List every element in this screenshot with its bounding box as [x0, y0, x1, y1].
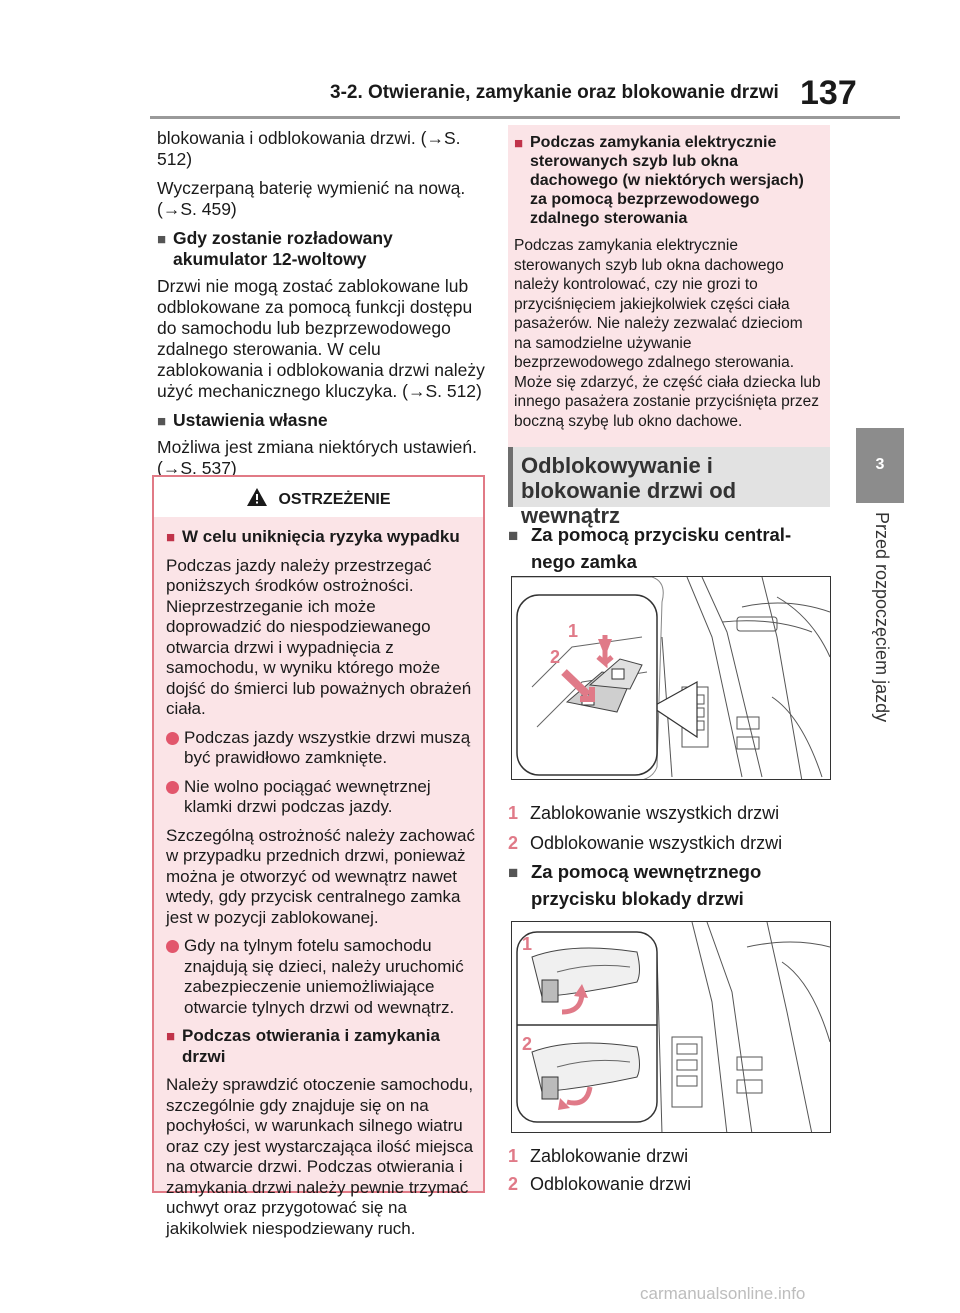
warning-triangle-icon: [246, 487, 268, 512]
paragraph: Drzwi nie mogą zostać zablokowane lub od…: [157, 276, 485, 401]
paragraph: Podczas zamykania elektrycznie sterowany…: [514, 237, 821, 430]
bullet-dot-icon: [166, 780, 179, 794]
list-item: Gdy na tylnym fotelu samochodu znajdują …: [166, 936, 475, 1018]
subheading-text: W celu uniknięcia ryzyka wypadku: [182, 527, 460, 546]
subheading-text: przycisku blokady drzwi: [531, 888, 744, 909]
chapter-tab-label: Przed rozpoczęciem jazdy: [872, 512, 892, 723]
subheading: ■ Gdy zostanie rozładowany akumulator 12…: [157, 228, 487, 270]
square-bullet-icon: ■: [157, 231, 167, 248]
paragraph: Wyczerpaną baterię wymienić na nową. (→S…: [157, 178, 466, 219]
caption: 1 Zablokowanie drzwi: [508, 1145, 688, 1167]
watermark: carmanualsonline.info: [640, 1284, 806, 1303]
square-bullet-icon: ■: [157, 413, 167, 430]
caption-text: Zablokowanie wszystkich drzwi: [530, 803, 780, 823]
warning-title: OSTRZEŻENIE: [154, 477, 483, 517]
paragraph: Szczególną ostrożność należy zachować w …: [166, 825, 475, 927]
left-column: blokowania i odblokowania drzwi. (→S. 51…: [157, 128, 487, 487]
caption: 2 Odblokowanie drzwi: [508, 1173, 691, 1195]
section-accent: [508, 447, 513, 507]
caption-text: Odblokowanie wszystkich drzwi: [530, 833, 783, 853]
subheading-text: Za pomocą przycisku central-: [531, 524, 792, 545]
square-bullet-icon: ■: [514, 135, 524, 152]
subheading: ■ Podczas otwierania i zamykania drzwi: [166, 1026, 475, 1067]
paragraph: Należy sprawdzić otoczenie samochodu, sz…: [166, 1075, 474, 1238]
bullet-dot-icon: [166, 731, 179, 745]
paragraph: blokowania i odblokowania drzwi. (→S. 51…: [157, 128, 461, 169]
caption-text: Zablokowanie drzwi: [530, 1146, 689, 1166]
figure-label: 1: [522, 934, 533, 954]
paragraph: Możliwa jest zmiana niektórych ustawień.…: [157, 437, 477, 478]
subheading: ■ Ustawienia własne: [157, 410, 487, 431]
figure-label: 1: [568, 621, 579, 641]
subheading-text: nego zamka: [531, 551, 637, 572]
caption-number: 1: [508, 803, 519, 823]
subheading: ■ W celu uniknięcia ryzyka wypadku: [166, 527, 475, 548]
list-item-text: Podczas jazdy wszystkie drzwi muszą być …: [184, 727, 471, 768]
figure-label: 2: [550, 647, 561, 667]
square-bullet-icon: ■: [508, 526, 519, 545]
note-box: ■ Podczas zamykania elektrycznie sterowa…: [508, 125, 830, 458]
caption: 1 Zablokowanie wszystkich drzwi: [508, 802, 779, 824]
caption-text: Odblokowanie drzwi: [530, 1174, 692, 1194]
paragraph: Podczas jazdy należy przestrzegać poniżs…: [166, 555, 472, 719]
list-item-text: Gdy na tylnym fotelu samochodu znajdują …: [184, 936, 464, 1017]
header-divider: [150, 116, 900, 119]
warning-box: OSTRZEŻENIE ■ W celu uniknięcia ryzyka w…: [152, 475, 485, 1238]
subheading: ■ Za pomocą wewnętrznego przycisku bloka…: [508, 858, 761, 912]
page-number: 137: [800, 74, 857, 112]
central-lock-illustration: 1 2: [511, 576, 831, 780]
warning-body: ■ W celu uniknięcia ryzyka wypadku Podcz…: [154, 517, 483, 1238]
list-item-text: Nie wolno pociągać wewnętrznej klamki dr…: [184, 776, 431, 817]
section-title: Odblokowywanie i blokowanie drzwi od wew…: [521, 453, 737, 528]
caption-number: 2: [508, 833, 519, 853]
subheading-text: Podczas otwierania i zamykania drzwi: [182, 1026, 440, 1066]
bullet-dot-icon: [166, 940, 179, 953]
subheading-text: Ustawienia własne: [173, 410, 328, 430]
subheading-text: Za pomocą wewnętrznego: [531, 861, 762, 882]
page-header: 3-2. Otwieranie, zamykanie oraz blokowan…: [0, 0, 960, 120]
subheading-text: Podczas zamykania elektrycznie sterowany…: [530, 134, 804, 227]
list-item: Nie wolno pociągać wewnętrznej klamki dr…: [166, 777, 475, 818]
subheading: ■ Podczas zamykania elektrycznie sterowa…: [514, 133, 822, 228]
square-bullet-icon: ■: [166, 1028, 176, 1045]
figure-label: 2: [522, 1034, 533, 1054]
section-heading: Odblokowywanie i blokowanie drzwi od wew…: [508, 447, 830, 528]
inner-lock-illustration: 1 2: [511, 921, 831, 1133]
caption-number: 2: [508, 1174, 519, 1194]
square-bullet-icon: ■: [508, 863, 519, 882]
chapter-tab[interactable]: 3: [856, 428, 904, 503]
list-item: Podczas jazdy wszystkie drzwi muszą być …: [166, 728, 475, 769]
chapter-title: 3-2. Otwieranie, zamykanie oraz blokowan…: [330, 82, 779, 103]
square-bullet-icon: ■: [166, 529, 176, 546]
caption: 2 Odblokowanie wszystkich drzwi: [508, 832, 782, 854]
subheading: ■ Za pomocą przycisku central- nego zamk…: [508, 521, 791, 575]
caption-number: 1: [508, 1146, 519, 1166]
subheading-text: Gdy zostanie rozładowany akumulator 12-w…: [173, 228, 393, 269]
warning-title-text: OSTRZEŻENIE: [278, 491, 391, 508]
